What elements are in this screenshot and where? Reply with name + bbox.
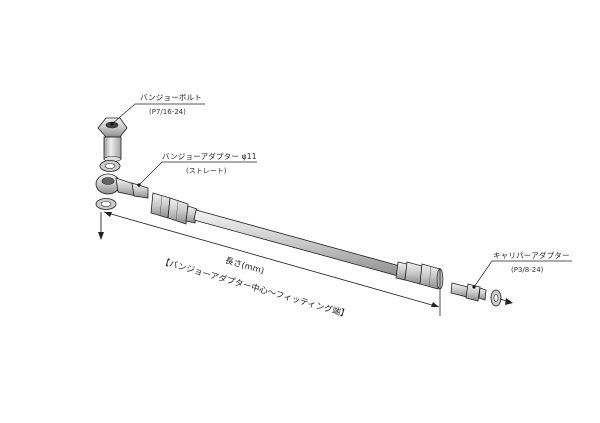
banjo-adapter-spec: (ストレート) (186, 167, 227, 175)
lower-washer (95, 198, 117, 210)
banjo-adapter-label: バンジョーアダプター φ11 (162, 152, 257, 161)
leader-caliper-adapter (473, 260, 493, 288)
banjo-bolt-spec: (P7/16-24) (149, 108, 186, 116)
banjo-bolt (97, 117, 128, 162)
upper-washer (99, 160, 121, 172)
hose-end-fitting-left (150, 192, 198, 225)
leader-banjo-bolt (111, 103, 136, 125)
leader-banjo-adapter (138, 161, 163, 186)
caliper-adapter-spec: (P3/8-24) (511, 266, 544, 274)
caliper-adapter (450, 282, 487, 302)
caliper-adapter-label: キャリパーアダプター (493, 251, 570, 260)
dimension-line (103, 211, 440, 308)
banjo-adapter (95, 173, 149, 199)
caliper-washer (490, 289, 502, 307)
banjo-bolt-label: バンジョーボルト (140, 93, 202, 102)
hose-end-fitting-right (395, 261, 444, 290)
